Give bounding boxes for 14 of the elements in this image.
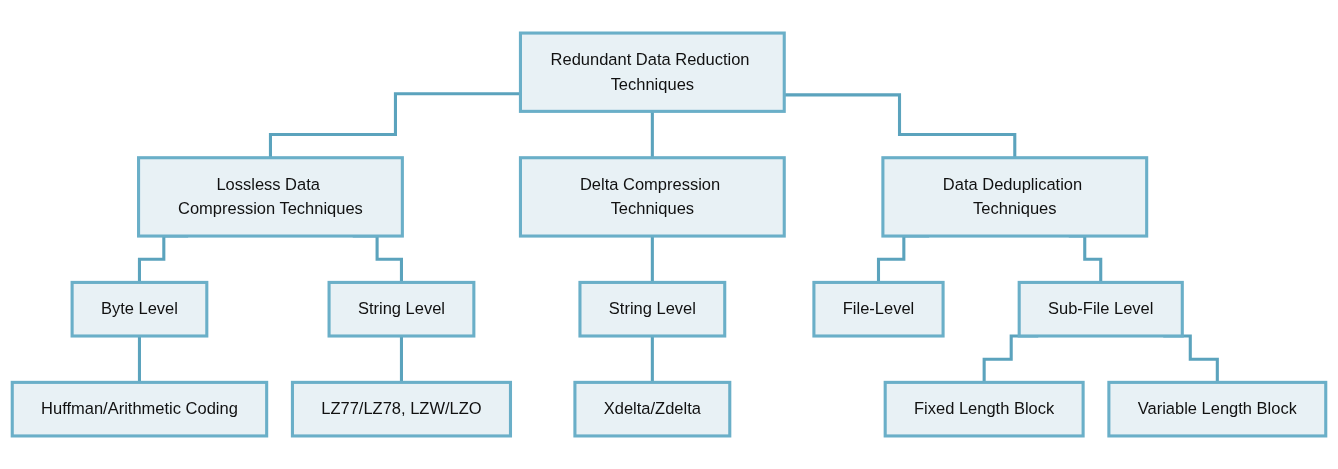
- node-box: Variable Length Block: [1107, 380, 1328, 438]
- node-box: Data Deduplication Techniques: [881, 156, 1149, 238]
- node-box: Redundant Data Reduction Techniques: [518, 31, 786, 113]
- node-box: Fixed Length Block: [883, 380, 1085, 438]
- node-box: LZ77/LZ78, LZW/LZO: [290, 380, 513, 438]
- node-box: String Level: [578, 280, 727, 338]
- node-box: File-Level: [812, 280, 945, 338]
- node-box: Sub-File Level: [1017, 280, 1184, 338]
- node-box: Lossless Data Compression Techniques: [137, 156, 404, 238]
- node-box: Xdelta/Zdelta: [573, 380, 732, 438]
- node-box: Byte Level: [70, 280, 209, 338]
- node-box: Delta Compression Techniques: [518, 156, 786, 238]
- node-box: String Level: [327, 280, 476, 338]
- node-box: Huffman/Arithmetic Coding: [10, 380, 269, 438]
